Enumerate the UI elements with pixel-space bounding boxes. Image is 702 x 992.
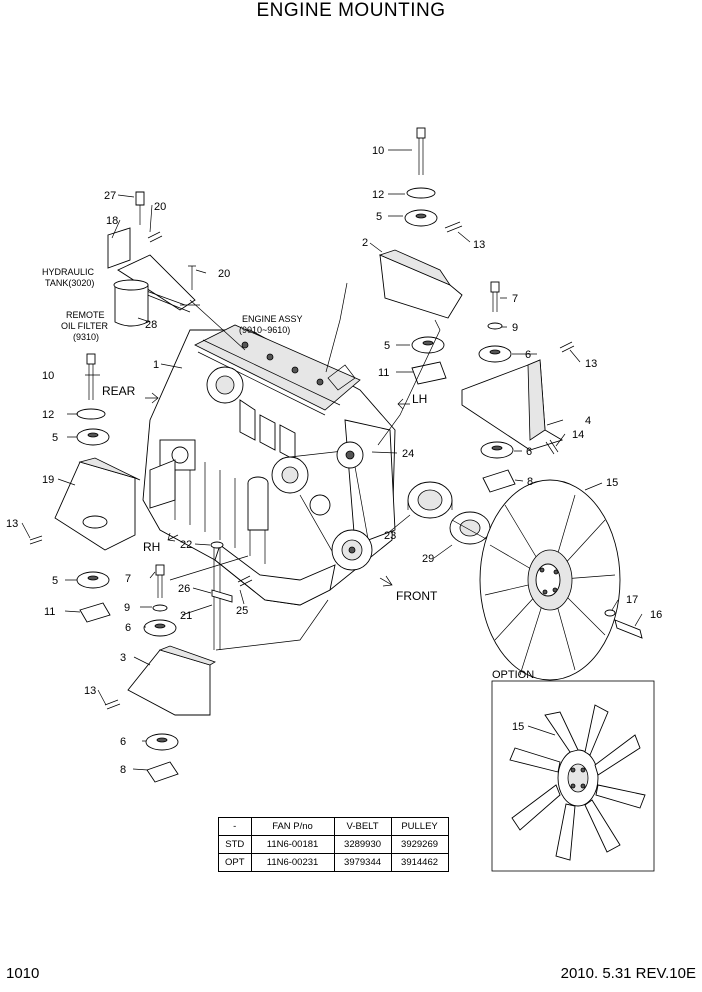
callout-6: 6 <box>125 622 131 634</box>
header-cell: PULLEY <box>390 817 449 836</box>
fan-bolt <box>604 609 643 639</box>
callout-5: 5 <box>52 432 58 444</box>
direction-lh: LH <box>412 392 427 406</box>
callout-1: 1 <box>153 359 159 371</box>
callout-19: 19 <box>42 474 54 486</box>
callout-2: 2 <box>362 237 368 249</box>
header-cell: - <box>218 817 252 836</box>
engine-assy-note: (9010~9610) <box>239 325 290 335</box>
callout-13: 13 <box>473 239 485 251</box>
callout-5: 5 <box>52 575 58 587</box>
direction-rh: RH <box>143 540 160 554</box>
option-fan <box>509 704 646 861</box>
table-cell: STD <box>218 835 252 854</box>
callout-29: 29 <box>422 553 434 565</box>
callout-7: 7 <box>512 293 518 305</box>
page-number: 1010 <box>6 965 40 982</box>
callout-13: 13 <box>585 358 597 370</box>
callout-18: 18 <box>106 215 118 227</box>
table-cell: 11N6-00231 <box>250 853 335 872</box>
callout-4: 4 <box>585 415 591 427</box>
callout-12: 12 <box>372 189 384 201</box>
revision-date: 2010. 5.31 REV.10E <box>560 965 696 982</box>
callout-13: 13 <box>84 685 96 697</box>
top-right-mount-stack <box>378 127 463 385</box>
table-cell: 11N6-00181 <box>250 835 335 854</box>
direction-rear: REAR <box>102 384 136 398</box>
leader-lines <box>21 149 643 771</box>
callout-7: 7 <box>125 573 131 585</box>
left-mount-stack <box>29 353 141 623</box>
callout-24: 24 <box>402 448 414 460</box>
callout-8: 8 <box>120 764 126 776</box>
callout-11: 11 <box>378 367 389 379</box>
callout-9: 9 <box>124 602 130 614</box>
cooling-fan <box>479 479 621 681</box>
lower-mount-stack <box>104 564 216 783</box>
callout-17: 17 <box>626 594 638 606</box>
callouts: 10 12 5 13 2 27 20 18 20 28 7 9 5 6 13 1… <box>6 145 662 776</box>
table-cell: 3929269 <box>390 835 449 854</box>
remote-oil-filter-note: REMOTE <box>66 310 105 320</box>
callout-22: 22 <box>180 539 192 551</box>
table-cell: 3289930 <box>333 835 392 854</box>
callout-12: 12 <box>42 409 54 421</box>
callout-23: 23 <box>384 530 396 542</box>
option-label: OPTION <box>492 669 534 681</box>
callout-10: 10 <box>372 145 384 157</box>
table-row: STD 11N6-00181 3289930 3929269 <box>218 835 449 854</box>
callout-28: 28 <box>145 319 157 331</box>
dipstick-tube <box>210 541 253 650</box>
remote-oil-filter-note: OIL FILTER <box>61 321 109 331</box>
callout-20: 20 <box>154 201 166 213</box>
spec-table: - FAN P/no V-BELT PULLEY STD 11N6-00181 … <box>218 817 449 872</box>
direction-labels: REAR LH RH FRONT <box>102 384 438 603</box>
pulley-and-spacer <box>407 481 491 545</box>
callout-5: 5 <box>384 340 390 352</box>
callout-10: 10 <box>42 370 54 382</box>
remote-oil-filter-note: (9310) <box>73 332 99 342</box>
table-cell: 3979344 <box>333 853 392 872</box>
callout-20: 20 <box>218 268 230 280</box>
rh-arrow <box>167 532 179 542</box>
callout-15: 15 <box>512 721 524 733</box>
page-title: ENGINE MOUNTING <box>256 0 446 21</box>
callout-16: 16 <box>650 609 662 621</box>
callout-6: 6 <box>120 736 126 748</box>
front-arrow <box>379 575 393 587</box>
direction-front: FRONT <box>396 589 438 603</box>
table-cell: 3914462 <box>390 853 449 872</box>
callout-13: 13 <box>6 518 18 530</box>
callout-26: 26 <box>178 583 190 595</box>
header-cell: V-BELT <box>333 817 392 836</box>
callout-9: 9 <box>512 322 518 334</box>
callout-8: 8 <box>527 476 533 488</box>
callout-25: 25 <box>236 605 248 617</box>
callout-14: 14 <box>572 429 584 441</box>
callout-5: 5 <box>376 211 382 223</box>
option-box <box>491 680 655 872</box>
table-cell: OPT <box>218 853 252 872</box>
callout-15: 15 <box>606 477 618 489</box>
engine-assembly <box>142 324 396 606</box>
engine-assy-note: ENGINE ASSY <box>242 314 303 324</box>
callout-21: 21 <box>180 610 192 622</box>
hydraulic-tank-bracket <box>107 191 200 327</box>
callout-6: 6 <box>525 349 531 361</box>
lh-arrow <box>397 398 410 410</box>
hydraulic-tank-note: HYDRAULIC <box>42 267 95 277</box>
spec-table-header: - FAN P/no V-BELT PULLEY <box>218 817 449 836</box>
callout-27: 27 <box>104 190 116 202</box>
right-mount-stack <box>461 281 575 493</box>
hydraulic-tank-note: TANK(3020) <box>45 278 94 288</box>
header-cell: FAN P/no <box>250 817 335 836</box>
callout-11: 11 <box>44 606 55 618</box>
callout-3: 3 <box>120 652 126 664</box>
rear-arrow <box>145 392 159 404</box>
notes: HYDRAULIC TANK(3020) REMOTE OIL FILTER (… <box>42 267 303 342</box>
callout-6: 6 <box>526 446 532 458</box>
table-row: OPT 11N6-00231 3979344 3914462 <box>218 853 449 872</box>
